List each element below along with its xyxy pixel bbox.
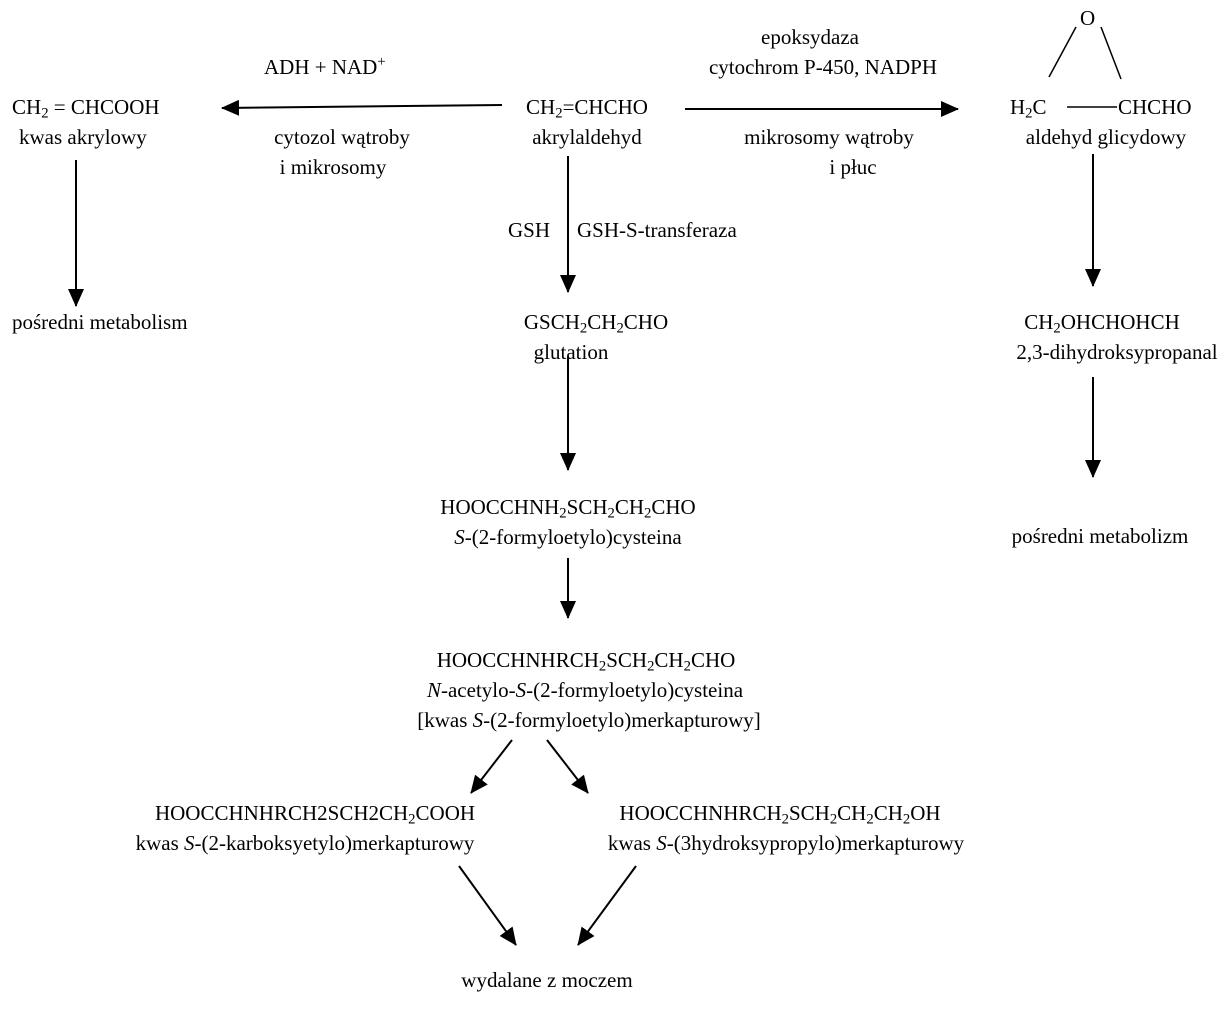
hydroxypropyl-name: kwas S-(3hydroksypropylo)merkapturowy bbox=[607, 831, 965, 855]
glutathione-conjugate-formula: GSCH2CH2CHO bbox=[523, 310, 669, 337]
mercapturic-alt-name: [kwas S-(2-formyloetylo)merkapturowy] bbox=[417, 708, 761, 732]
glycidaldehyde-formula-left: H2C bbox=[1010, 95, 1047, 122]
arrow-acrolein-to-acrylic-acid bbox=[221, 99, 503, 116]
label-adh-location-1: cytozol wątroby bbox=[274, 125, 410, 149]
label-gsh: GSH bbox=[508, 218, 551, 242]
label-adh-nad: ADH + NAD+ bbox=[264, 53, 386, 79]
cysteine-conjugate-formula: HOOCCHNH2SCH2CH2CHO bbox=[440, 495, 696, 522]
acrylic-acid-formula: CH2 = CHCOOH bbox=[12, 95, 160, 122]
carboxyethyl-formula: HOOCCHNHRCH2SCH2CH2COOH bbox=[154, 801, 476, 828]
epoxide-bond-left bbox=[1048, 26, 1077, 78]
epoxide-bond-right bbox=[1100, 26, 1122, 80]
excreted-in-urine: wydalane z moczem bbox=[461, 968, 633, 992]
glycidaldehyde-formula-right: CHCHO bbox=[1118, 95, 1192, 119]
intermediary-metabolism-right: pośredni metabolizm bbox=[1011, 524, 1189, 548]
acrylic-acid-name: kwas akrylowy bbox=[19, 125, 147, 149]
mercapturic-formula: HOOCCHNHRCH2SCH2CH2CHO bbox=[436, 648, 736, 675]
label-microsomes-1: mikrosomy wątroby bbox=[744, 125, 914, 149]
mercapturic-name: N-acetylo-S-(2-formyloetylo)cysteina bbox=[426, 678, 744, 702]
intermediary-metabolism-left: pośredni metabolism bbox=[12, 310, 188, 334]
arrow-mercapturic-to-hydroxypropyl bbox=[546, 739, 589, 794]
hydroxypropyl-formula: HOOCCHNHRCH2SCH2CH2CH2OH bbox=[619, 801, 941, 828]
dihydroxypropanal-formula: CH2OHCHOHCH bbox=[1024, 310, 1180, 337]
acrolein-name: akrylaldehyd bbox=[532, 125, 642, 149]
label-microsomes-2: i płuc bbox=[829, 155, 877, 179]
arrow-hydroxypropyl-to-urine bbox=[577, 865, 637, 946]
epoxide-oxygen: O bbox=[1080, 6, 1096, 30]
label-epoxidase: epoksydaza bbox=[761, 25, 859, 49]
acrolein-formula: CH2=CHCHO bbox=[526, 95, 648, 122]
arrow-mercapturic-to-carboxyethyl bbox=[470, 739, 513, 794]
cysteine-conjugate-name: S-(2-formyloetylo)cysteina bbox=[454, 525, 682, 549]
arrow-carboxyethyl-to-urine bbox=[458, 865, 517, 946]
dihydroxypropanal-name: 2,3-dihydroksypropanal bbox=[1016, 340, 1218, 364]
label-cytochrome: cytochrom P-450, NADPH bbox=[708, 55, 938, 79]
label-gsh-transferase: GSH-S-transferaza bbox=[577, 218, 737, 242]
label-adh-location-2: i mikrosomy bbox=[279, 155, 387, 179]
glutathione-conjugate-name: glutation bbox=[533, 340, 609, 364]
carboxyethyl-name: kwas S-(2-karboksyetylo)merkapturowy bbox=[135, 831, 475, 855]
glycidaldehyde-name: aldehyd glicydowy bbox=[1025, 125, 1187, 149]
